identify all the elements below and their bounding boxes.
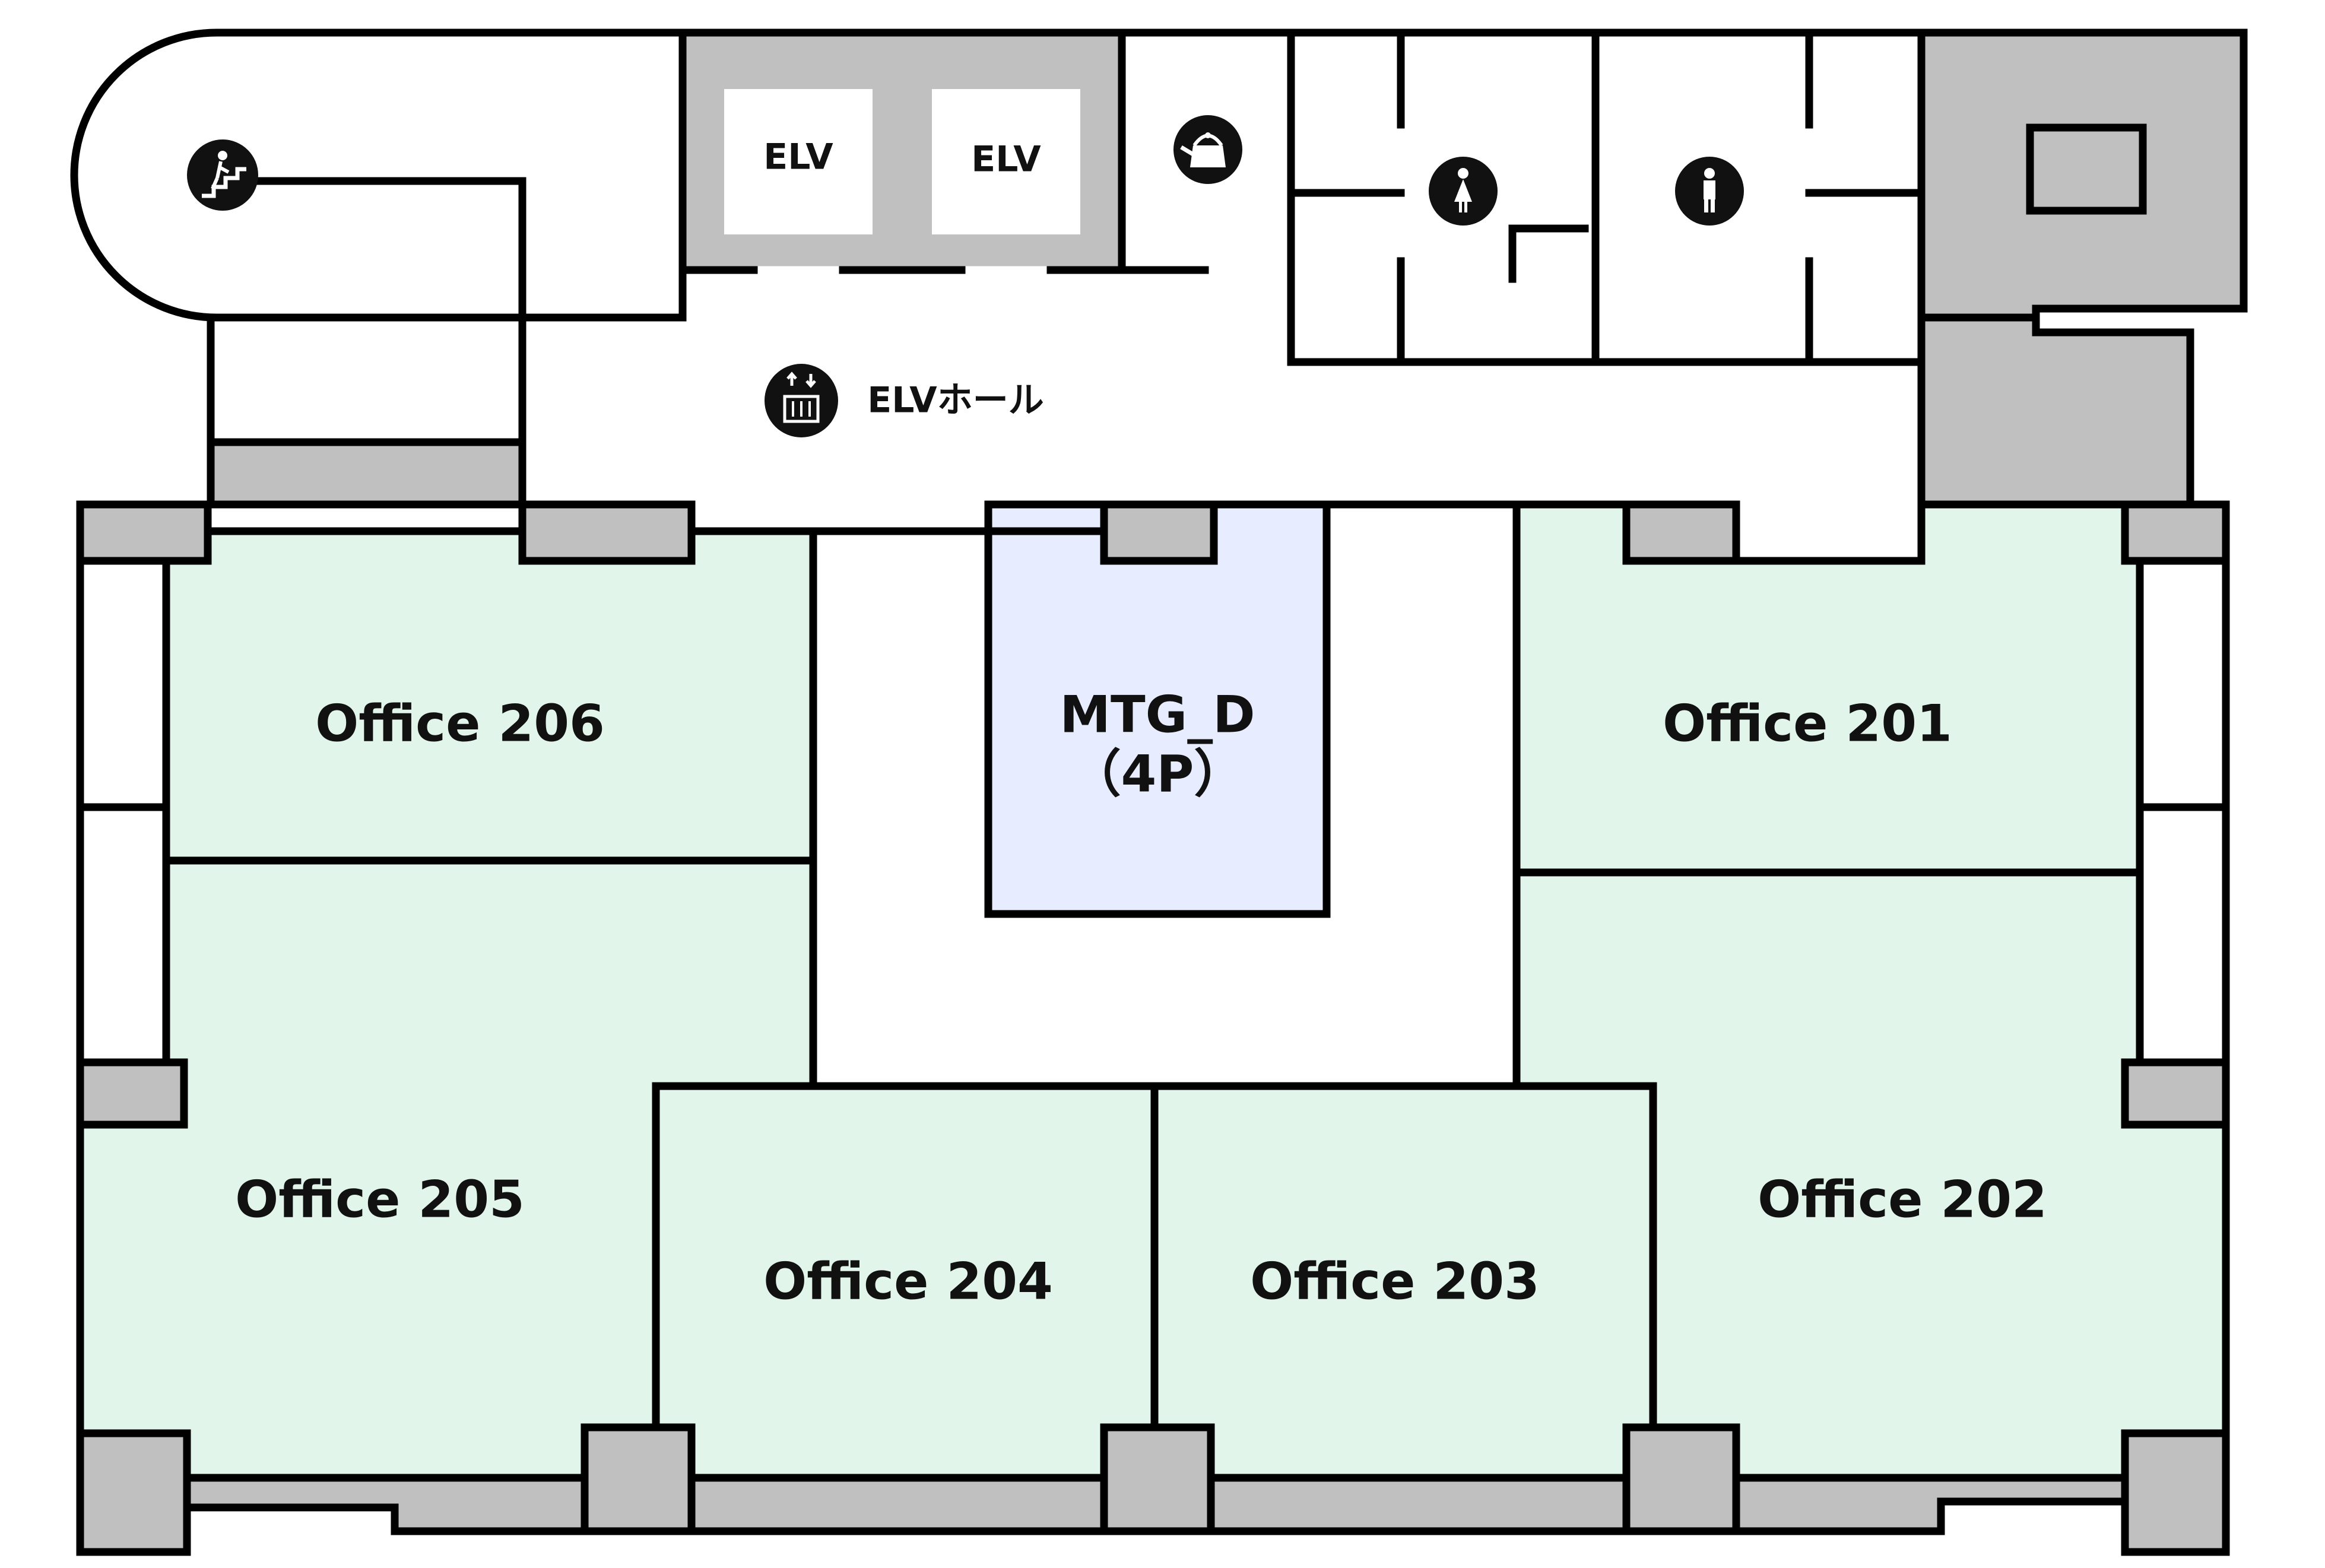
pillar-mid-east xyxy=(2121,1058,2230,1129)
meeting-room-d-label: MTG_D xyxy=(1060,685,1255,744)
elevator-car-1 xyxy=(724,89,873,234)
mens-restroom-icon xyxy=(1675,157,1744,226)
west-window-strip xyxy=(76,500,170,1102)
stair-run-line xyxy=(251,177,526,509)
stair-hall xyxy=(70,28,687,322)
kettle-icon xyxy=(1173,115,1242,184)
restroom-block xyxy=(1287,28,1926,366)
pillar-mid-west xyxy=(76,1058,188,1129)
pillar-top-4 xyxy=(1622,500,1740,565)
office-205-label: Office 205 xyxy=(235,1170,525,1229)
office-206-label: Office 206 xyxy=(315,694,605,753)
elevator-hall-label: ELVホール xyxy=(867,380,1043,421)
shaft-hatch xyxy=(2026,123,2147,215)
office-201-room xyxy=(1512,500,2144,877)
shaft-top-right xyxy=(1917,28,2248,322)
office-204-room xyxy=(652,1082,1159,1482)
shaft-right-lower xyxy=(1917,313,2194,509)
office-203-label: Office 203 xyxy=(1250,1252,1540,1311)
office-201-label: Office 201 xyxy=(1663,694,1952,753)
meeting-room-d xyxy=(984,500,1331,918)
office-202-label: Office 202 xyxy=(1758,1170,2047,1229)
elevator-2-label: ELV xyxy=(971,139,1041,180)
pillar-top-5 xyxy=(2121,500,2230,565)
elevator-1-label: ELV xyxy=(763,137,833,178)
elevator-car-2 xyxy=(932,89,1080,234)
office-204-label: Office 204 xyxy=(763,1252,1053,1311)
pillar-bottom-5 xyxy=(2121,1429,2230,1556)
meeting-room-d-capacity: （4P） xyxy=(1070,744,1245,804)
stair-landing xyxy=(207,438,526,509)
elevator-icon xyxy=(765,364,838,437)
womens-restroom-icon xyxy=(1429,157,1498,226)
pillar-bottom-1 xyxy=(76,1429,191,1556)
east-window-strip xyxy=(2136,500,2230,1102)
pillar-bottom-2 xyxy=(581,1423,696,1535)
restroom-stall-4 xyxy=(1508,224,1589,283)
pillar-bottom-4 xyxy=(1622,1423,1740,1535)
pillar-top-1 xyxy=(76,500,212,565)
pillar-top-2 xyxy=(518,500,696,565)
stairs-icon xyxy=(187,139,258,211)
pillar-top-3 xyxy=(1100,500,1218,565)
pillar-bottom-3 xyxy=(1100,1423,1215,1535)
